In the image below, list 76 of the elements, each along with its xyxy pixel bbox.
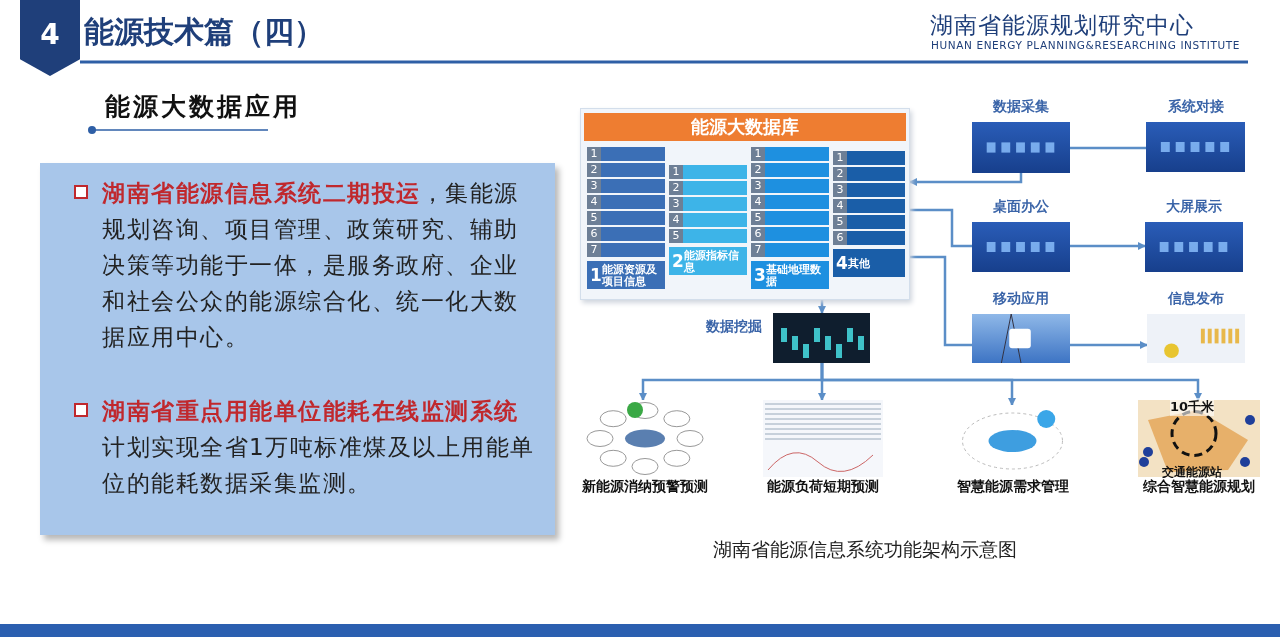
picture-panel — [972, 290, 1070, 363]
data-column — [587, 147, 665, 289]
column-number: 4 — [836, 252, 848, 275]
row-number: 3 — [669, 197, 683, 211]
row-number: 6 — [751, 227, 765, 241]
section-badge: 4 — [20, 0, 80, 76]
column-number: 2 — [672, 251, 684, 271]
institute-name: HUNAN ENERGY PLANNING&RESEARCHING INSTITUTE — [931, 39, 1241, 51]
diagram-caption: 湖南省能源信息系统功能架构示意图 — [713, 537, 1017, 562]
connector-arrow — [818, 300, 826, 314]
picture-panel — [972, 198, 1070, 272]
row-number: 1 — [669, 165, 683, 179]
picture-panel — [1146, 98, 1245, 172]
data-column — [833, 151, 905, 277]
map-label: 交通能源站 — [1162, 464, 1222, 480]
picture-panel — [582, 400, 708, 495]
connector-arrow — [909, 173, 1023, 186]
connector-arrow — [820, 363, 1202, 401]
row-number: 3 — [833, 183, 847, 197]
connector-arrow — [1070, 341, 1148, 349]
picture-heading: 数据采集 — [992, 98, 1050, 116]
row-number: 7 — [751, 243, 765, 257]
picture-heading: 智慧能源需求管理 — [955, 478, 1070, 496]
data-column — [669, 165, 747, 275]
picture-heading: 桌面办公 — [992, 198, 1050, 216]
row-number: 3 — [751, 179, 765, 193]
row-number: 4 — [751, 195, 765, 209]
row-number: 1 — [833, 151, 847, 165]
row-number: 7 — [587, 243, 601, 257]
picture-panel — [972, 98, 1070, 173]
connector-arrow — [1070, 242, 1146, 250]
column-title: 能源指标信息 — [684, 249, 740, 273]
row-number: 5 — [669, 229, 683, 243]
database-panel — [580, 108, 910, 300]
section-heading: 能源大数据应用 — [105, 91, 301, 123]
row-number: 1 — [751, 147, 765, 161]
picture-heading: 信息发布 — [1167, 290, 1225, 308]
picture-panel — [1145, 198, 1243, 272]
row-number: 6 — [587, 227, 601, 241]
database-header: 能源大数据库 — [584, 113, 906, 141]
bullet-paragraph: 湖南省能源信息系统二期投运，集能源规划咨询、项目管理、政策研究、辅助决策等功能于一体，是服务政府、企业和社会公众的能源综合化、统一化大数据应用中心。 — [102, 179, 520, 352]
row-number: 4 — [669, 213, 683, 227]
map-label: 10千米 — [1170, 398, 1215, 416]
row-number: 3 — [587, 179, 601, 193]
row-number: 2 — [751, 163, 765, 177]
picture-heading: 新能源消纳预警预测 — [581, 478, 709, 496]
column-number: 3 — [754, 265, 766, 285]
picture-panel — [1147, 290, 1245, 363]
text-panel — [40, 163, 555, 535]
row-number: 5 — [587, 211, 601, 225]
picture-heading: 数据挖掘 — [706, 318, 762, 336]
picture-heading: 综合智慧能源规划 — [1142, 478, 1256, 496]
row-number: 2 — [833, 167, 847, 181]
data-column — [751, 147, 829, 289]
row-number: 4 — [833, 199, 847, 213]
slide-title: 能源技术篇（四） — [84, 13, 324, 51]
picture-panel — [706, 313, 870, 363]
column-title: 基础地理数据 — [766, 263, 822, 287]
picture-heading: 能源负荷短期预测 — [766, 478, 880, 496]
institute-name: 湖南省能源规划研究中心 — [930, 11, 1194, 40]
row-number: 5 — [833, 215, 847, 229]
picture-panel — [1138, 400, 1260, 495]
row-number: 5 — [751, 211, 765, 225]
row-number: 6 — [833, 231, 847, 245]
picture-panel — [763, 400, 883, 495]
row-number: 2 — [669, 181, 683, 195]
picture-heading: 移动应用 — [991, 290, 1050, 308]
row-number: 2 — [587, 163, 601, 177]
picture-heading: 系统对接 — [1166, 98, 1225, 116]
row-number: 4 — [587, 195, 601, 209]
column-title: 能源资源及项目信息 — [602, 263, 658, 287]
column-number: 1 — [590, 265, 602, 285]
row-number: 1 — [587, 147, 601, 161]
bullet-paragraph: 湖南省重点用能单位能耗在线监测系统计划实现全省1万吨标准煤及以上用能单位的能耗数据采集监测。 — [102, 397, 536, 498]
picture-heading: 大屏展示 — [1165, 198, 1223, 216]
column-title: 其他 — [848, 257, 870, 269]
